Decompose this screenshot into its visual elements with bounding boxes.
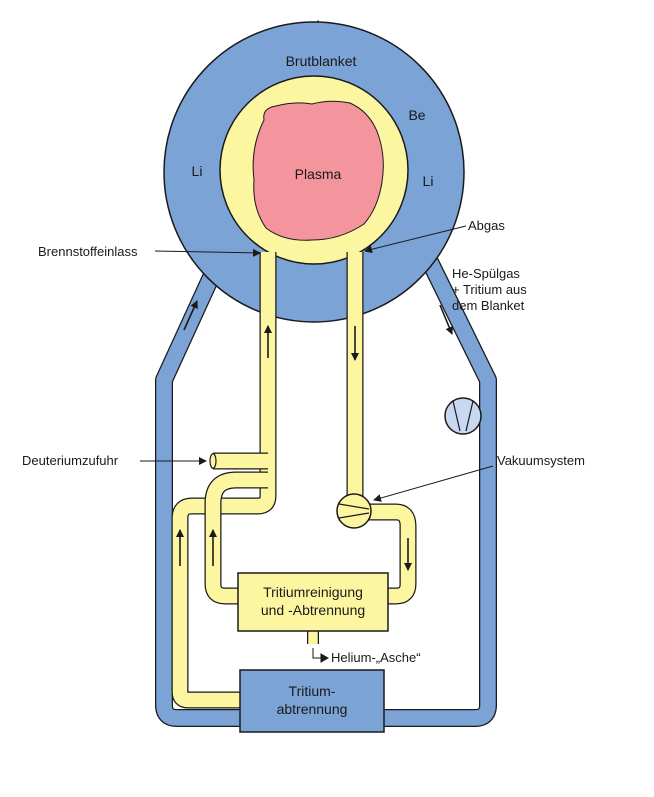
deuteriumzufuhr-label: Deuteriumzufuhr — [22, 453, 119, 468]
abgas-label: Abgas — [468, 218, 505, 233]
he-spuelgas-label-2: + Tritium aus — [452, 282, 527, 297]
leader-lines — [140, 225, 494, 663]
brutblanket-label: Brutblanket — [286, 53, 357, 69]
plasma-region — [252, 100, 384, 241]
helium-asche-label: Helium-„Asche“ — [331, 650, 421, 665]
tritium-abtrennung-box — [239, 669, 385, 733]
plasma-label: Plasma — [295, 166, 342, 182]
flow-arrows — [176, 300, 454, 571]
he-spuelgas-label-1: He-Spülgas — [452, 266, 520, 281]
be-label: Be — [408, 107, 425, 123]
tritiumreinigung-label-2: und -Abtrennung — [261, 602, 365, 618]
vacuum-pump-icon — [336, 493, 372, 529]
li-right-label: Li — [423, 173, 434, 189]
he-spuelgas-label-3: dem Blanket — [452, 298, 525, 313]
fuel-pipes — [171, 252, 417, 709]
tritium-abtrennung-label-1: Tritium- — [289, 683, 336, 699]
brennstoffeinlass-label: Brennstoffeinlass — [38, 244, 138, 259]
tritiumreinigung-label-1: Tritiumreinigung — [263, 584, 363, 600]
tritium-abtrennung-label-2: abtrennung — [277, 701, 348, 717]
li-left-label: Li — [192, 163, 203, 179]
vakuumsystem-label: Vakuumsystem — [497, 453, 585, 468]
blanket-pump-icon — [444, 397, 482, 435]
tritiumreinigung-box — [237, 572, 389, 632]
